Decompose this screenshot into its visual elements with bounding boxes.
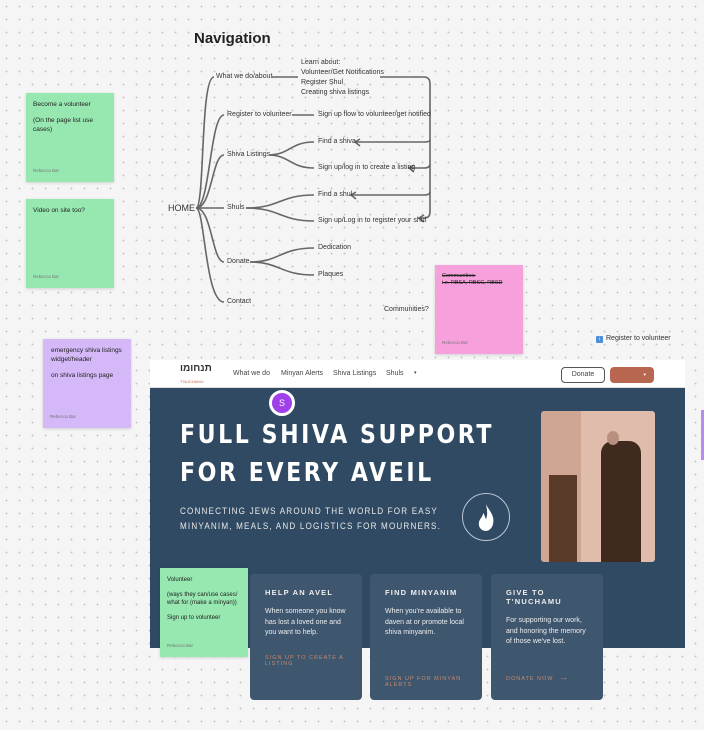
learn-about-item: Creating shiva listings [301,89,370,96]
sticky-author: Rebecca Bar [167,642,194,648]
branch-about: What we do/about [216,73,273,80]
leaf: Find a shiva [318,138,356,145]
sticky-author: Rebecca Bar [33,167,60,173]
donate-button[interactable]: Donate [561,367,605,383]
learn-about-item: Volunteer/Get Notifications [301,69,384,76]
card-give[interactable]: GIVE TO T'NUCHAMU For supporting our wor… [491,574,603,700]
hero-subhead: CONNECTING JEWS AROUND THE WORLD FOR EAS… [180,506,438,516]
card-text: When someone you know has lost a loved o… [265,608,346,636]
sticky-note[interactable]: Video on site too? Rebecca Bar [26,199,114,288]
sticky-note[interactable]: emergency shiva listings widget/header o… [43,339,131,428]
nav-shiva-listings[interactable]: Shiva Listings [333,370,377,377]
hero-headline: FOR EVERY AVEIL [180,458,434,488]
leaf: Find a shul [318,191,353,198]
hero-subhead: MINYANIM, MEALS, AND LOGISTICS FOR MOURN… [180,521,442,531]
sticky-text: Sign up to volunteer [167,615,221,622]
card-title: GIVE TO T'NUCHAMU [506,588,562,606]
mindmap-connectors [195,76,431,303]
card-title: FIND MINYANIM [385,588,458,597]
arrow-right-icon[interactable]: → [559,672,568,682]
card-link[interactable]: SIGN UP TO CREATE A LISTING [265,655,344,667]
branch-donate: Donate [227,258,250,265]
sticky-author: Rebecca Bar [442,339,469,345]
sticky-text: emergency shiva listings widget/header [51,347,122,363]
mindmap-root: HOME [168,203,195,213]
sticky-author: Rebecca Bar [33,273,60,279]
leaf: Plaques [318,271,344,278]
card-text: When you're available to daven at or pro… [385,608,464,636]
leaf: Dedication [318,244,352,251]
down-arrow-icon: ↓ [596,336,603,343]
card-find-minyanim[interactable]: FIND MINYANIM When you're available to d… [370,574,482,700]
card-help-an-avel[interactable]: HELP AN AVEL When someone you know has l… [250,574,362,700]
sticky-note[interactable]: Become a volunteer (On the page list use… [26,93,114,182]
sticky-text: Communities: [442,273,476,279]
nav-minyan-alerts[interactable]: Minyan Alerts [281,370,324,377]
branch-register: Register to volunteer [227,111,292,118]
card-text: For supporting our work, and honoring th… [506,617,586,645]
branch-contact: Contact [227,298,252,305]
communities-note: Communities? [384,306,429,313]
leaf: Sign up flow to volunteer/get notified [318,111,431,118]
sticky-text: Video on site too? [33,207,85,214]
register-note: ↓Register to volunteer [596,335,671,343]
offscreen-frame-edge [701,410,704,460]
sticky-text: on shiva listings page [51,371,114,379]
nav-what-we-do[interactable]: What we do [233,370,270,377]
site-logo-sub: T'NUCHAMU [180,379,204,384]
card-title: HELP AN AVEL [265,588,334,597]
sticky-author: Rebecca Bar [50,413,77,419]
site-logo[interactable]: תנחומו [180,363,212,374]
learn-about-item: Register Shul [301,79,344,86]
sticky-note[interactable]: Volunteer (ways they can/use cases/ what… [160,568,248,657]
leaf: Sign up/log in to create a listing [318,164,416,171]
register-note-text: Register to volunteer [606,335,671,342]
nav-shuls[interactable]: Shuls [386,370,404,377]
collaborator-cursor-avatar: S [269,390,295,416]
leaf: Sign up/Log in to register your shul [318,217,427,224]
sticky-note[interactable]: Communities: i.e. RBSA, RBSC, RBSD Rebec… [435,265,523,354]
board-title: Navigation [194,30,271,47]
branch-shuls: Shuls [227,204,245,211]
sticky-text: (ways they can/use cases/ what for (make… [167,592,238,607]
card-link[interactable]: DONATE NOW [506,676,554,682]
branch-shiva: Shiva Listings [227,151,271,158]
sticky-text: i.e. RBSA, RBSC, RBSD [442,280,503,287]
chevron-down-icon[interactable]: ▾ [414,370,417,376]
sticky-text: Volunteer [167,577,193,583]
hero-headline: FULL SHIVA SUPPORT [180,420,494,450]
sticky-text: (On the page list use cases) [33,116,93,133]
flame-icon [462,493,510,541]
account-dropdown-button[interactable]: ▾ [610,367,654,383]
learn-about-title: Learn about: [301,59,341,66]
card-link[interactable]: SIGN UP FOR MINYAN ALERTS [385,676,462,688]
sticky-text: Become a volunteer [33,101,91,108]
site-nav: תנחומו T'NUCHAMU What we do Minyan Alert… [150,360,685,388]
hero-photo [541,411,655,562]
